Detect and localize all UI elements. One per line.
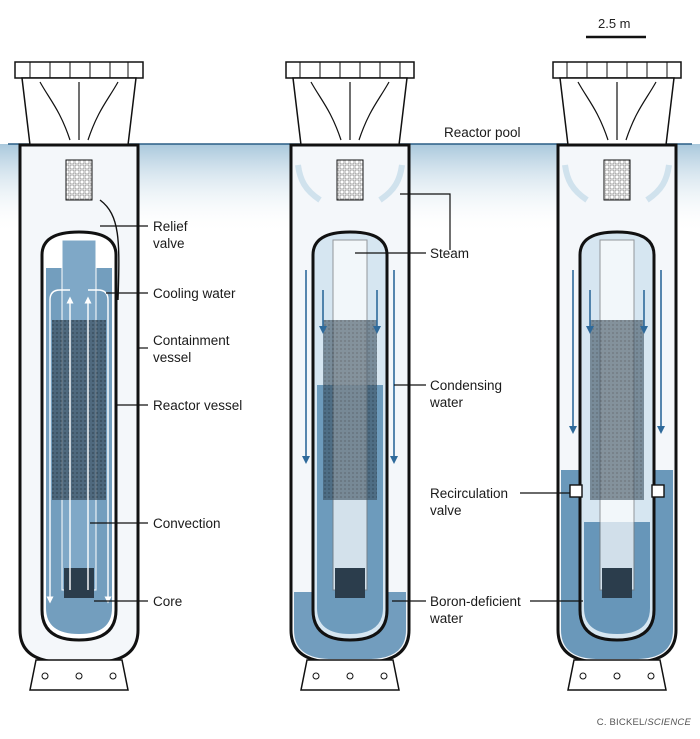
reactor-core [64, 568, 94, 598]
recirculation-valve [569, 484, 583, 498]
steam-generator-grid [336, 159, 364, 201]
top-platform [14, 61, 144, 79]
fuel-rods [590, 320, 644, 500]
relief-valve-pipe [99, 199, 120, 301]
reactor-recirculation [520, 61, 682, 691]
credit-source: SCIENCE [647, 717, 691, 728]
vessel-support [300, 659, 400, 691]
vessel-support [29, 659, 129, 691]
reactor-pool-label: Reactor pool [444, 125, 521, 140]
label-cooling-water: Cooling water [153, 286, 236, 301]
platform-railing [14, 62, 144, 78]
top-platform [552, 61, 682, 79]
label-core: Core [153, 594, 183, 609]
fuel-rods [52, 320, 106, 500]
scale-label: 2.5 m [598, 16, 631, 31]
steam-generator-grid [65, 159, 93, 201]
label-convection: Convection [153, 516, 221, 531]
top-platform [285, 61, 415, 79]
recirculation-valve [651, 484, 665, 498]
credit-name: C. BICKEL/ [596, 717, 648, 728]
image-credit: C. BICKEL/SCIENCE [597, 717, 691, 728]
reactor-condensing [285, 61, 451, 691]
reactor-core [602, 568, 632, 598]
vessel-support [567, 659, 667, 691]
reactor-core [335, 568, 365, 598]
fuel-rods [323, 320, 377, 500]
reactor-normal-operation [14, 61, 148, 691]
steam-generator-grid [603, 159, 631, 201]
label-steam: Steam [430, 246, 470, 261]
label-reactor-vessel: Reactor vessel [153, 398, 243, 413]
